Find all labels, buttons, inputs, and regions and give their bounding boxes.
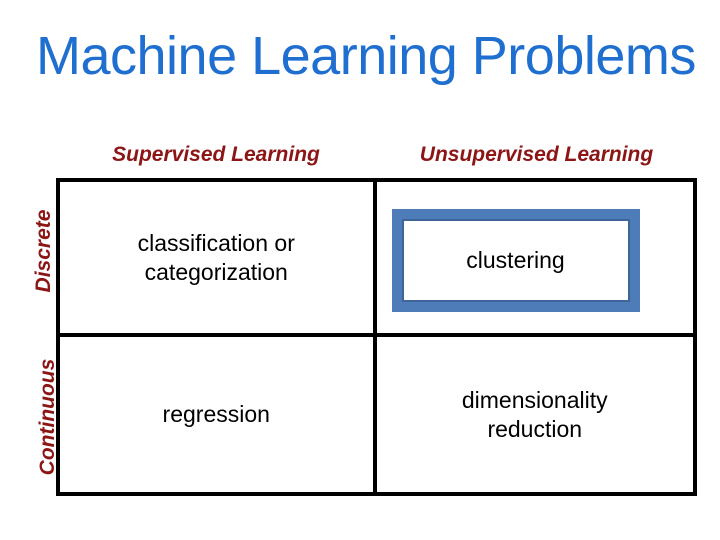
- matrix-cell-line-1: classification or: [137, 229, 295, 256]
- matrix-cell-label: regression: [163, 400, 270, 429]
- matrix-cell-continuous-supervised[interactable]: regression: [60, 337, 377, 492]
- matrix-cell-line-2: categorization: [144, 258, 288, 285]
- matrix-cell-line-1: regression: [162, 401, 270, 428]
- row-label-discrete: Discrete: [32, 209, 55, 293]
- matrix-cell-label: clustering: [466, 247, 565, 274]
- matrix-cell-continuous-unsupervised[interactable]: dimensionality reduction: [377, 337, 694, 492]
- column-header-unsupervised-learning: Unsupervised Learning: [419, 143, 654, 166]
- matrix-cell-discrete-unsupervised[interactable]: clustering: [376, 182, 693, 337]
- problem-matrix: classification or categorization cluster…: [56, 178, 697, 496]
- clustering-highlight-box[interactable]: clustering: [391, 209, 640, 312]
- matrix-cell-line-2: reduction: [487, 415, 583, 442]
- page-title: Machine Learning Problems: [36, 26, 696, 86]
- column-header-supervised-learning: Supervised Learning: [112, 143, 320, 166]
- matrix-cell-label: dimensionality reduction: [462, 386, 608, 444]
- matrix-cell-line-1: dimensionality: [461, 386, 608, 413]
- matrix-cell-label: classification or categorization: [138, 229, 295, 287]
- matrix-cell-discrete-supervised[interactable]: classification or categorization: [60, 182, 377, 337]
